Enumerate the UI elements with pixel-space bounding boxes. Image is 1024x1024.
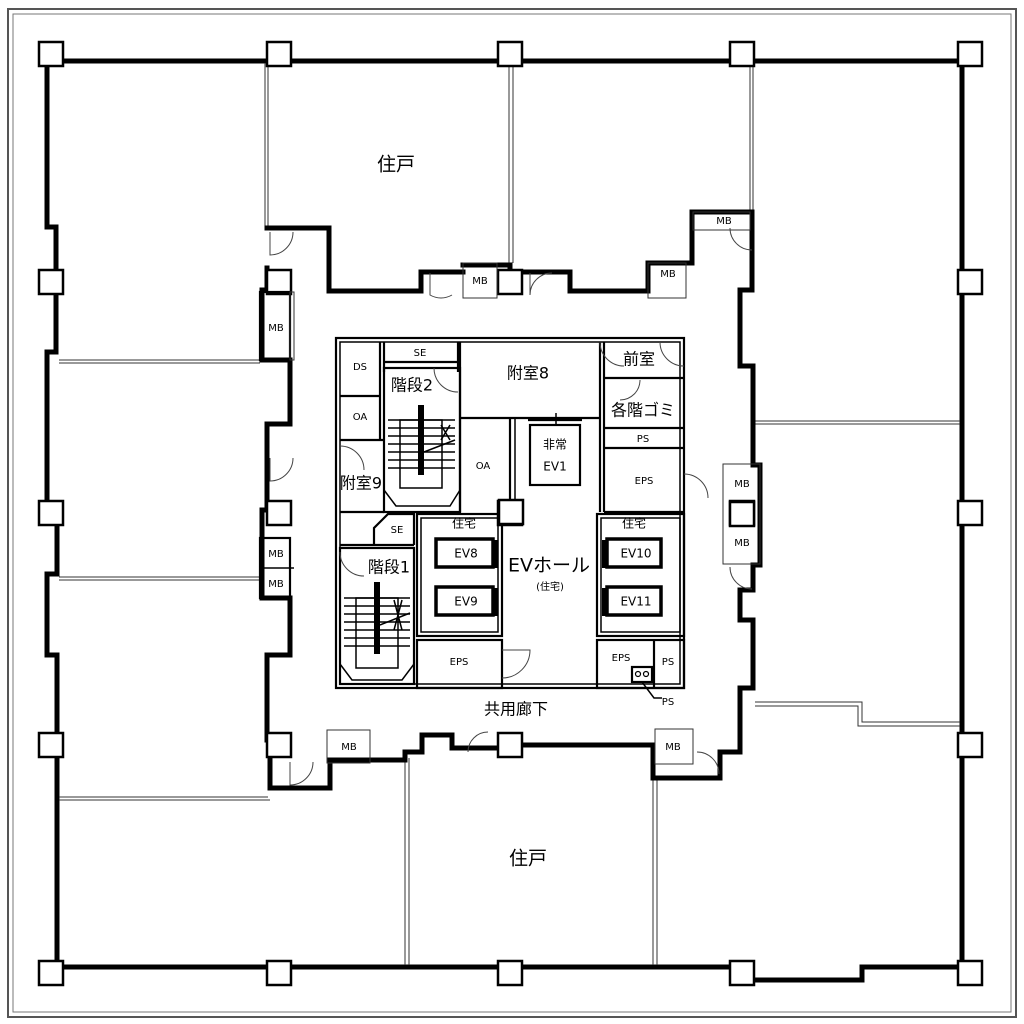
label-stair-2: 階段2 xyxy=(391,376,433,395)
door-swings xyxy=(269,227,753,786)
label-mb-left-upper: MB xyxy=(268,323,284,334)
label-common-corridor: 共用廊下 xyxy=(484,700,548,719)
label-ps-leader: PS xyxy=(662,697,674,708)
label-mb-bottom-left: MB xyxy=(341,742,357,753)
sheet-frame xyxy=(7,8,1017,1018)
meter-box-labels: MB MB MB MB MB MB MB MB MB MB xyxy=(268,216,750,753)
label-ev10: EV10 xyxy=(620,547,651,561)
label-annex-9: 附室9 xyxy=(340,474,382,493)
label-annex-8: 附室8 xyxy=(507,364,549,383)
label-ev8: EV8 xyxy=(454,547,477,561)
label-eps-right-bottom: EPS xyxy=(612,653,631,664)
label-ds: DS xyxy=(353,362,367,373)
stair-2-treads xyxy=(383,405,461,507)
label-mb-top-right: MB xyxy=(660,269,676,280)
label-se-top: SE xyxy=(414,348,427,359)
label-mb-bottom-right: MB xyxy=(665,742,681,753)
columns xyxy=(37,40,984,987)
label-mb-left-mid2: MB xyxy=(268,579,284,590)
label-antechamber: 前室 xyxy=(623,350,655,369)
label-emergency: 非常 xyxy=(543,438,567,452)
stair-1-treads xyxy=(339,582,415,681)
label-eps-left-bottom: EPS xyxy=(450,657,469,668)
label-ev-hall: EVホール xyxy=(508,555,590,577)
label-residential-right: 住宅 xyxy=(622,516,646,531)
label-stair-1: 階段1 xyxy=(368,558,410,577)
room-labels: 住戸 住戸 共用廊下 EVホール (住宅) 附室8 附室9 階段2 階段1 前室… xyxy=(340,154,675,870)
label-se-mid: SE xyxy=(391,525,404,536)
label-ps-right-bottom: PS xyxy=(662,657,674,668)
label-unit-north: 住戸 xyxy=(377,154,415,176)
ev-door-marks xyxy=(494,540,606,616)
label-floor-garbage: 各階ゴミ xyxy=(611,401,675,420)
label-mb-left-mid1: MB xyxy=(268,549,284,560)
label-mb-right-mid2: MB xyxy=(734,538,750,549)
unit-partitions xyxy=(59,63,960,965)
label-eps-right-top: EPS xyxy=(635,476,654,487)
label-ev1: EV1 xyxy=(543,460,566,474)
label-ps-top: PS xyxy=(637,434,649,445)
meter-box-outlines xyxy=(258,211,761,765)
label-unit-south: 住戸 xyxy=(509,848,547,870)
label-oa-left: OA xyxy=(353,412,368,423)
label-ev-hall-sub: (住宅) xyxy=(536,580,564,593)
label-mb-top-right-corner: MB xyxy=(716,216,732,227)
label-residential-left: 住宅 xyxy=(452,516,476,531)
label-mb-top-center: MB xyxy=(472,276,488,287)
label-mb-right-mid1: MB xyxy=(734,479,750,490)
core xyxy=(334,336,686,699)
label-ev9: EV9 xyxy=(454,595,477,609)
label-oa-center: OA xyxy=(476,461,491,472)
label-ev11: EV11 xyxy=(620,595,651,609)
